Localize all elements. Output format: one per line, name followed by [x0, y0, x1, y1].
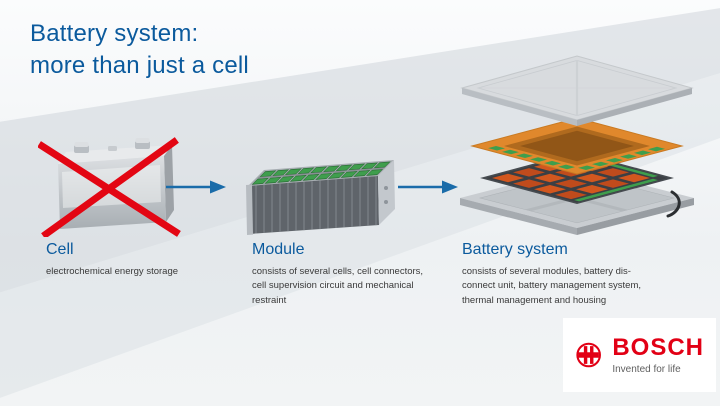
arrow-right-icon	[398, 180, 458, 194]
bosch-logo: BOSCH Invented for life	[563, 318, 716, 392]
battery-system-graphic	[460, 55, 694, 235]
cell-caption: electrochemical energy storage	[46, 266, 179, 277]
battery-system-label: Battery system	[462, 241, 568, 258]
page-title: Battery system: more than just a cell	[30, 18, 249, 81]
system-cable	[666, 190, 681, 218]
bosch-tagline: Invented for life	[612, 363, 681, 375]
battery-module-graphic	[246, 160, 395, 235]
arrow-right-icon	[166, 180, 226, 194]
system-wiring-layer	[470, 117, 684, 175]
cell-image	[37, 132, 188, 239]
cell-label: Cell	[46, 241, 74, 258]
battery-system-image	[450, 46, 705, 241]
system-modules-layer	[480, 152, 674, 204]
module-front-fins	[255, 176, 377, 234]
module-top-face	[248, 160, 394, 186]
bosch-logo-text: BOSCH Invented for life	[612, 333, 704, 375]
battery-system-caption: consists of several modules, battery dis…	[462, 266, 642, 306]
module-left-bracket	[246, 184, 253, 235]
system-lid-layer	[460, 55, 694, 126]
bosch-symbol-icon	[576, 342, 601, 368]
module-end-plate	[378, 160, 395, 225]
module-front-face	[248, 176, 379, 234]
title-line-1: Battery system:	[30, 20, 199, 47]
bosch-wordmark: BOSCH	[612, 333, 704, 361]
module-caption: consists of several cells, cell connecto…	[252, 266, 424, 306]
module-image	[240, 138, 400, 238]
system-green-connectors	[488, 146, 665, 171]
module-green-cells	[251, 161, 391, 185]
module-label: Module	[252, 241, 305, 258]
red-x-icon	[37, 137, 181, 239]
battery-cell-graphic	[37, 137, 181, 239]
title-line-2: more than just a cell	[30, 51, 249, 79]
